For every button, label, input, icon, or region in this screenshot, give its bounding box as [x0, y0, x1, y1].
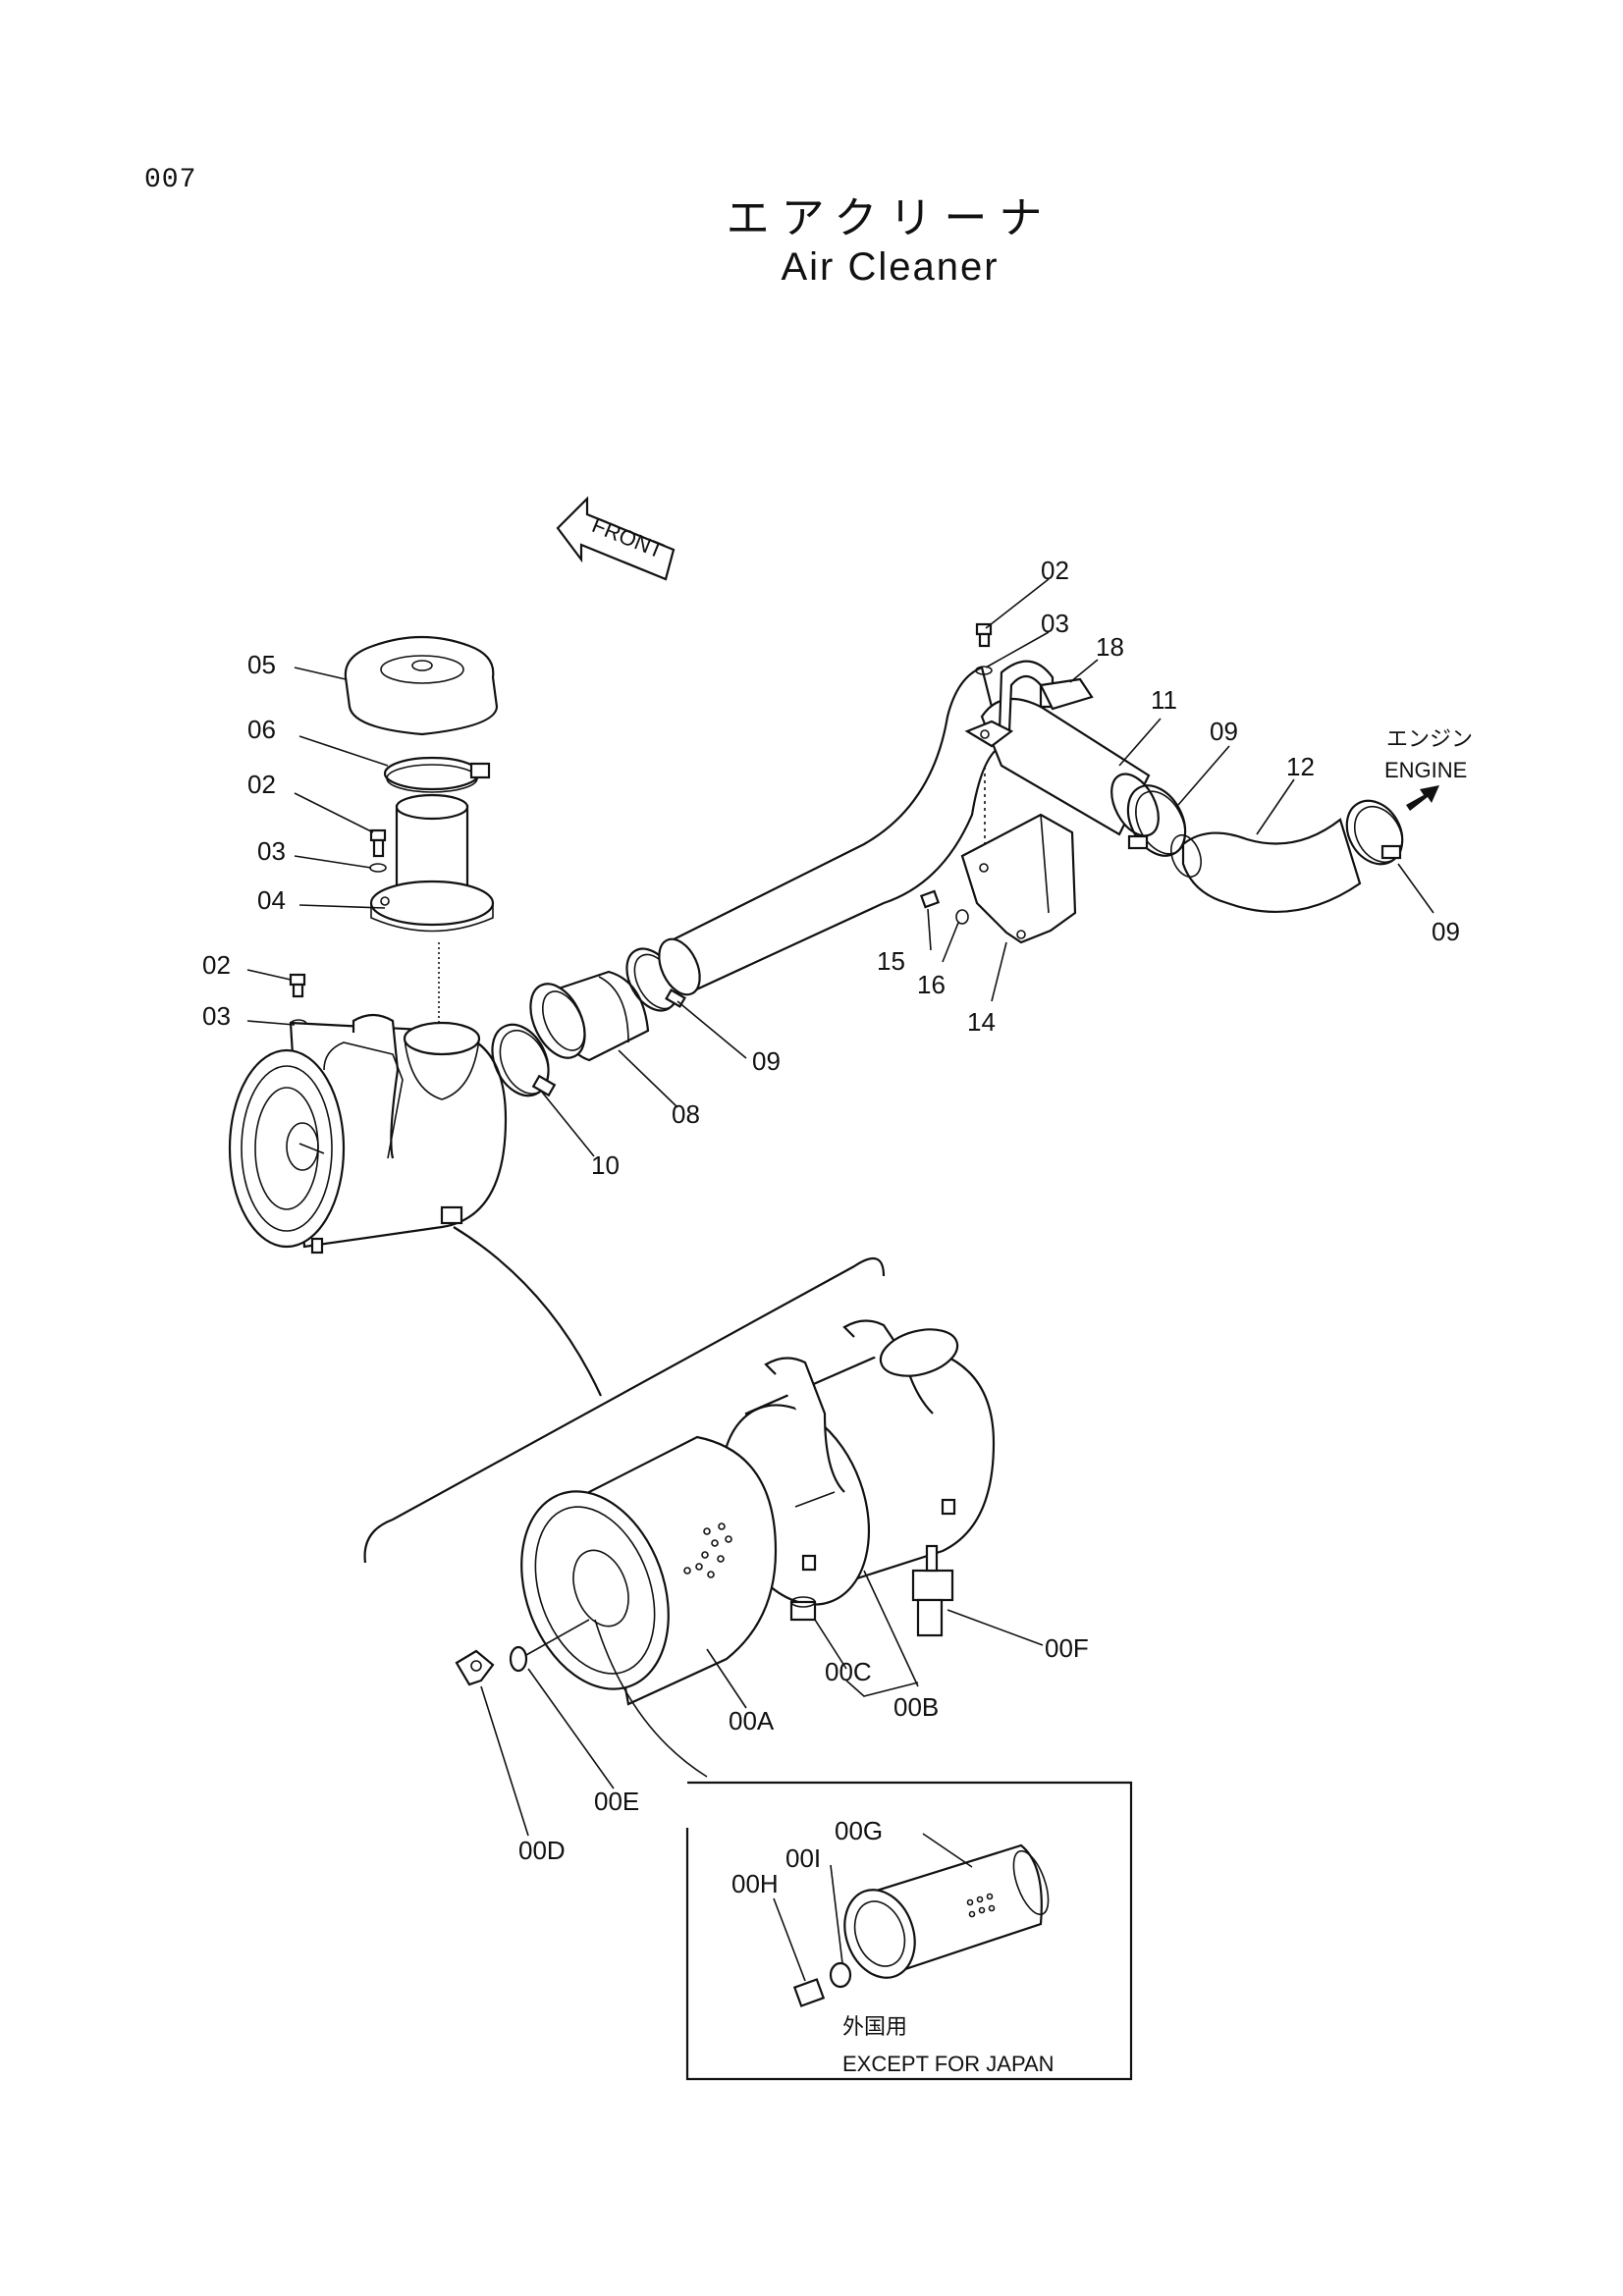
bolt-lower-left [289, 973, 307, 1029]
front-label: FRONT [589, 512, 668, 563]
mounting-bracket-18 [964, 660, 1094, 748]
callout-00G-element: 00G [835, 1816, 883, 1845]
callout-00A-element: 00A [729, 1706, 775, 1735]
bolt-upper-left [369, 828, 387, 873]
indicator-00F [911, 1544, 954, 1637]
callout-00B-housing: 00B [893, 1692, 939, 1722]
cover-band-clamp [383, 756, 491, 793]
callout-05-cover: 05 [247, 650, 276, 679]
callout-02-bolt: 02 [247, 770, 276, 799]
page-title: Air Cleaner [781, 245, 1000, 289]
engine-direction-arrow [1406, 785, 1439, 811]
callout-02-bolt: 02 [202, 950, 231, 980]
callout-03-washer: 03 [1041, 609, 1069, 638]
callout-09-clamp: 09 [1210, 717, 1238, 746]
callout-15-bolt: 15 [877, 946, 905, 976]
callout-03-washer: 03 [202, 1001, 231, 1031]
front-arrow: FRONT [556, 496, 676, 581]
stud-line [525, 1619, 590, 1656]
engine-label: ENGINE [1384, 758, 1467, 782]
leader-lines [246, 578, 1434, 1982]
callout-00C-valve: 00C [825, 1657, 872, 1686]
outer-filter-element [520, 1435, 778, 1706]
page-number: 007 [144, 165, 197, 195]
callout-09-clamp: 09 [752, 1046, 781, 1076]
hose-clamp-09-right [1345, 799, 1404, 866]
callout-02-bolt: 02 [1041, 556, 1069, 585]
support-stay-14 [960, 813, 1077, 944]
bolt-upper-right [975, 622, 993, 675]
callout-10-clamp: 10 [591, 1150, 620, 1180]
wing-nut-00D [455, 1649, 495, 1686]
inlet-pipe [369, 793, 495, 933]
hose-clamp-09-upper [1126, 784, 1187, 857]
callout-16-washer: 16 [917, 970, 946, 999]
valve-00C [789, 1596, 817, 1622]
engine-label-japanese: エンジン [1386, 726, 1473, 751]
washer-00E [509, 1645, 528, 1673]
air-cleaner-body [228, 1013, 508, 1255]
callout-14-stay: 14 [967, 1007, 996, 1037]
inset-label: EXCEPT FOR JAPAN [842, 2052, 1055, 2076]
export-variant-inset [594, 1619, 1133, 2081]
exploded-view-leader [453, 1226, 602, 1397]
inset-label-japanese: 外国用 [842, 2014, 907, 2039]
callout-00E-washer: 00E [594, 1787, 639, 1816]
page-title-japanese: エアクリーナ [726, 193, 1055, 243]
elbow-hose-12 [1170, 818, 1362, 913]
brace-00B [845, 1680, 919, 1697]
adapter-hose [529, 970, 650, 1062]
callout-00D-wing-nut: 00D [518, 1836, 566, 1865]
hose-11 [980, 697, 1160, 837]
callout-04-pipe: 04 [257, 885, 286, 915]
callout-08-adapter: 08 [672, 1099, 700, 1129]
callout-11-hose: 11 [1151, 685, 1177, 715]
callout-00F-indicator: 00F [1045, 1633, 1089, 1663]
callout-00H-nut: 00H [731, 1869, 779, 1898]
callout-18-bracket: 18 [1096, 632, 1124, 662]
air-cleaner-cover [344, 635, 499, 736]
callout-12-hose: 12 [1286, 752, 1315, 781]
callout-06-band: 06 [247, 715, 276, 744]
callout-09-clamp: 09 [1432, 917, 1460, 946]
exploded-view-bracket [363, 1256, 886, 1564]
callout-03-washer: 03 [257, 836, 286, 866]
intake-duct-pipe [658, 666, 1003, 996]
callout-00I-seal: 00I [785, 1843, 821, 1873]
bolt-15 [919, 889, 969, 925]
